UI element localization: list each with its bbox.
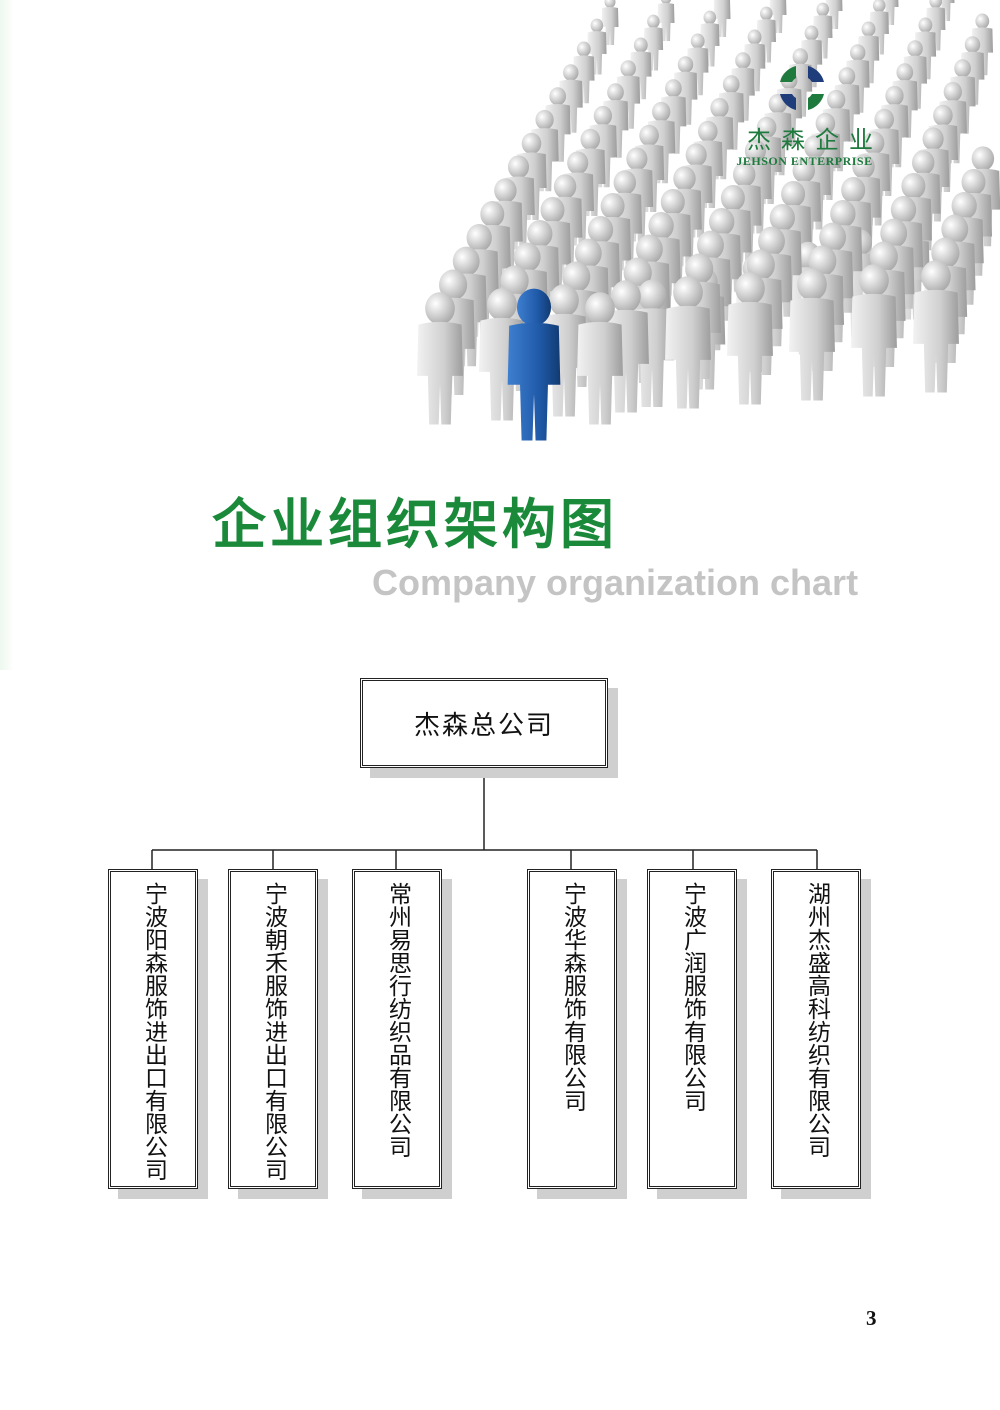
org-child-label: 宁波朝禾服饰进出口有限公司 [260,882,287,1181]
org-child-node: 宁波广润服饰有限公司 [647,869,737,1189]
page-number: 3 [866,1306,877,1330]
org-child-label: 宁波广润服饰有限公司 [679,882,706,1112]
org-child-label: 常州易思行纺织品有限公司 [384,882,411,1158]
page-title-chinese: 企业组织架构图 [212,493,618,556]
org-child-label: 宁波阳森服饰进出口有限公司 [140,882,167,1181]
org-root-label: 杰森总公司 [413,710,554,741]
logo-emblem-icon [780,66,824,110]
org-child-node: 宁波华森服饰有限公司 [527,869,617,1189]
org-child-label: 宁波华森服饰有限公司 [559,882,586,1112]
page-edge-strip [0,0,14,670]
logo-brand-english: JEHSON ENTERPRISE [736,154,873,168]
org-child-node: 宁波阳森服饰进出口有限公司 [108,869,198,1189]
crowd-figures-illustration [417,0,1000,441]
page-title-english: Company organization chart [372,562,859,603]
org-child-node: 湖州杰盛高科纺织有限公司 [771,869,861,1189]
org-child-node: 常州易思行纺织品有限公司 [352,869,442,1189]
org-child-node: 宁波朝禾服饰进出口有限公司 [228,869,318,1189]
org-child-label: 湖州杰盛高科纺织有限公司 [803,882,830,1158]
company-logo: 杰森企业 JEHSON ENTERPRISE [722,58,892,178]
org-root-node: 杰森总公司 [360,678,608,768]
logo-brand-chinese: 杰森企业 [747,126,883,154]
leader-figure [507,288,561,441]
